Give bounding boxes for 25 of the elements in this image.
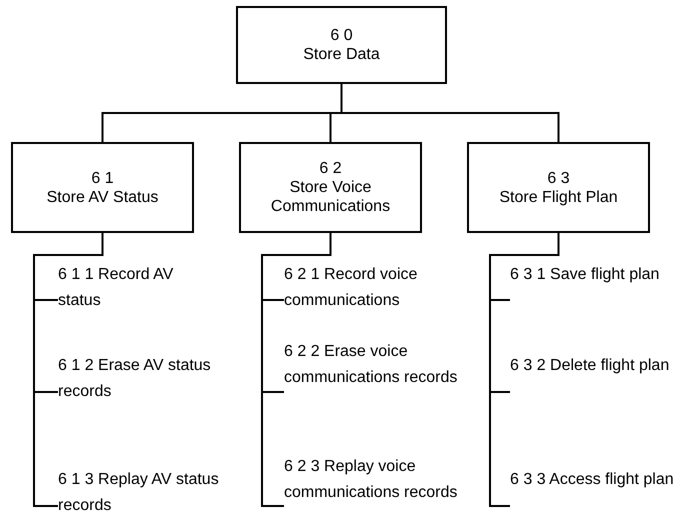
connector-line	[33, 233, 104, 507]
function-number: 6 2	[319, 159, 342, 178]
connector-line	[261, 233, 332, 507]
subfunction-label: 6 3 3 Access flight plan	[510, 470, 675, 490]
function-box	[236, 6, 447, 84]
function-box	[11, 142, 194, 233]
function-number: 6 1	[91, 168, 114, 188]
function-title: Store AV Status	[46, 188, 158, 206]
subfunction-label: 6 1 1 Record AV status	[58, 265, 174, 310]
function-title: Store Data	[303, 45, 380, 64]
subfunction-label: 6 1 2 Erase AV status records	[58, 356, 212, 402]
subfunction-label: 6 3 2 Delete flight plan	[510, 356, 670, 376]
function-number: 6 0	[330, 26, 353, 45]
function-box	[239, 142, 422, 233]
function-box	[467, 142, 650, 233]
function-title: Store Flight Plan	[499, 188, 618, 206]
subfunction-label: 6 3 1 Save flight plan	[510, 265, 660, 285]
subfunction-label: 6 2 2 Erase voice communications records	[284, 342, 458, 388]
function-title: Store Voice Communications	[270, 178, 392, 216]
subfunction-label: 6 1 3 Replay AV status records	[58, 470, 220, 516]
subfunction-label: 6 2 3 Replay voice communications records	[284, 457, 458, 502]
subfunction-label: 6 2 1 Record voice communications	[284, 265, 418, 310]
connector-line	[489, 233, 560, 507]
connector-line	[340, 84, 560, 142]
function-number: 6 3	[547, 168, 570, 188]
